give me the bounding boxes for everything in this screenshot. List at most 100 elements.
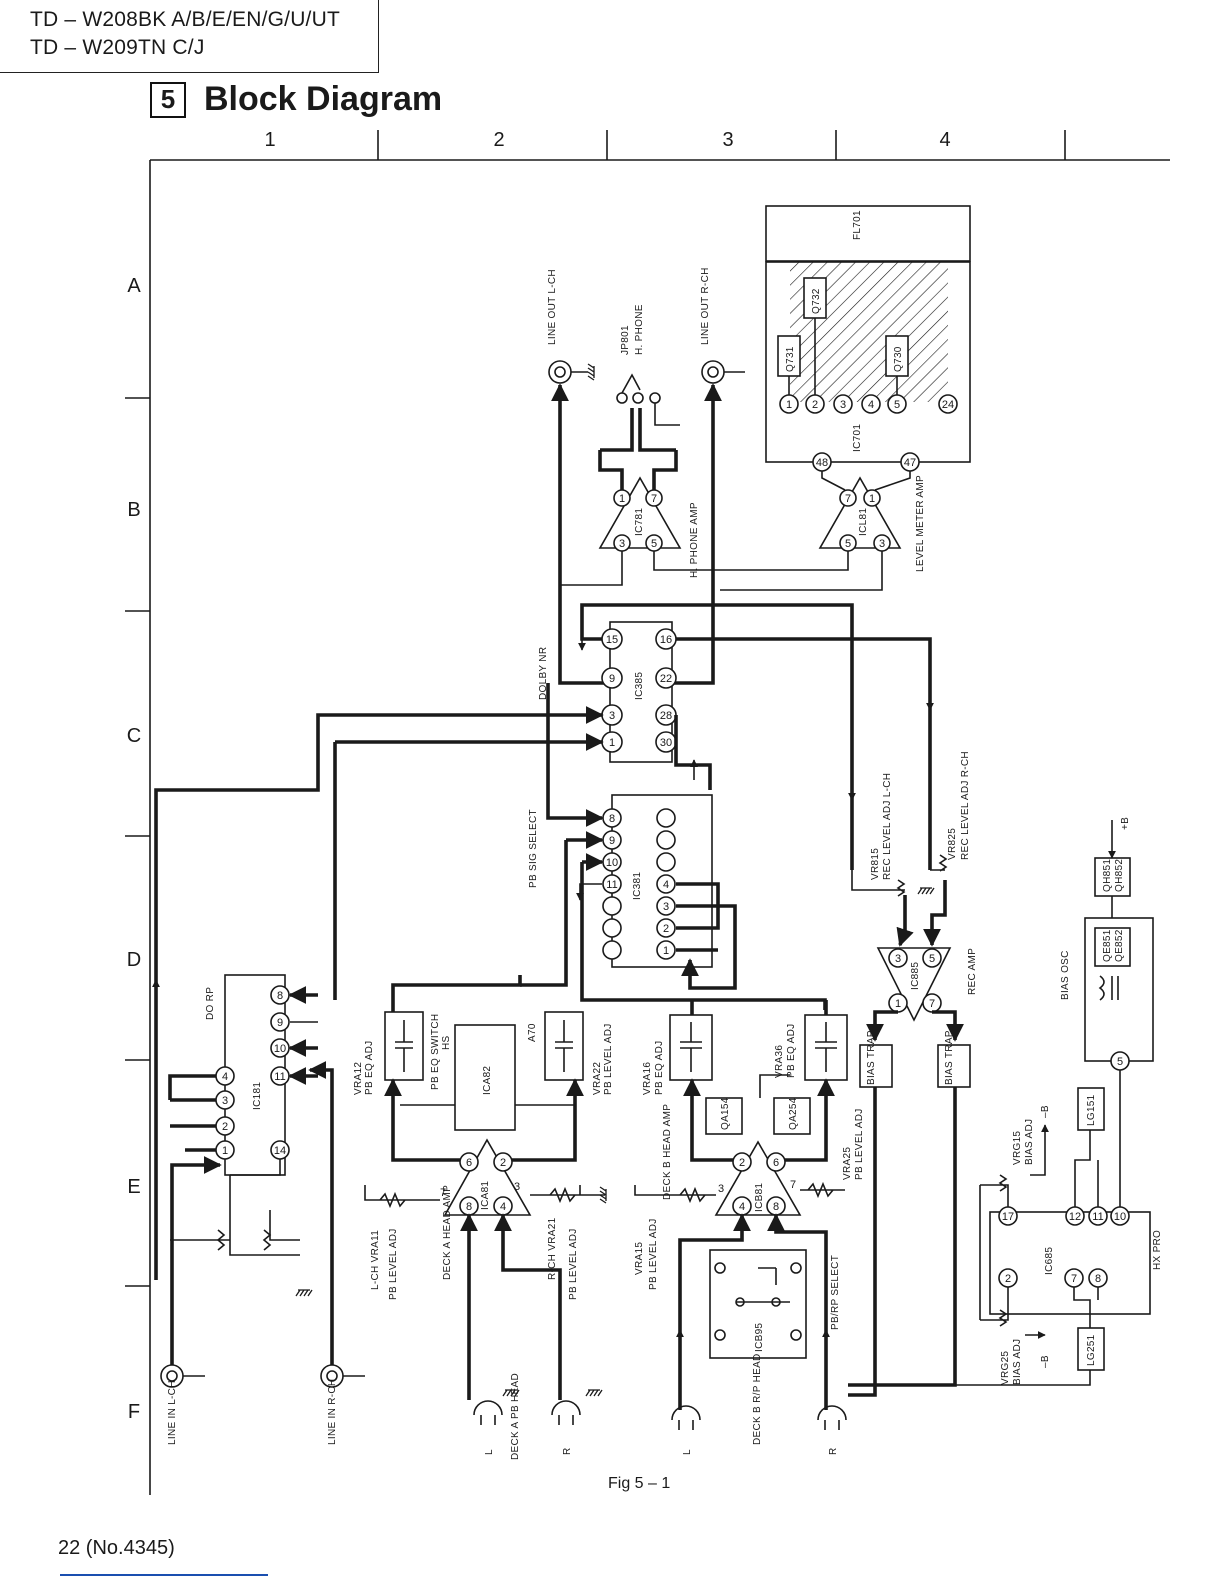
svg-text:4: 4 <box>222 1071 228 1083</box>
svg-text:7: 7 <box>440 1187 446 1199</box>
svg-text:QE851: QE851 <box>1102 929 1113 962</box>
q732-transistor: Q732 <box>803 277 827 319</box>
qa154-transistor: QA154 <box>705 1097 743 1135</box>
footer-rule <box>60 1574 268 1576</box>
svg-text:QE852: QE852 <box>1114 929 1125 962</box>
svg-text:17: 17 <box>1002 1211 1014 1223</box>
svg-text:VRA25: VRA25 <box>842 1147 853 1180</box>
svg-text:48: 48 <box>816 457 828 469</box>
ic781-headphone-amp: 1 7 3 5 IC781 H. PHONE AMP <box>560 408 883 591</box>
svg-text:8: 8 <box>1095 1273 1101 1285</box>
svg-text:2: 2 <box>739 1157 745 1169</box>
svg-text:16: 16 <box>660 634 672 646</box>
svg-text:1: 1 <box>609 737 615 749</box>
ic385-dolby-nr: 15 9 3 1 16 22 28 30 IC385 DOLBY NR <box>538 621 677 763</box>
svg-text:8: 8 <box>277 990 283 1002</box>
line-out-r-label: LINE OUT R-CH <box>700 267 711 345</box>
svg-text:2: 2 <box>500 1157 506 1169</box>
svg-text:28: 28 <box>660 710 672 722</box>
svg-text:VRA15: VRA15 <box>634 1242 645 1275</box>
svg-text:7: 7 <box>1071 1273 1077 1285</box>
svg-text:PB LEVEL ADJ: PB LEVEL ADJ <box>648 1218 659 1290</box>
svg-text:VRA12: VRA12 <box>353 1062 364 1095</box>
grid-col-4: 4 <box>939 129 950 151</box>
vra16-pb-eq-adj: VRA16 PB EQ ADJ <box>642 1014 713 1095</box>
ic685-hx-pro: 17 12 11 10 2 7 8 IC685 HX PRO <box>989 1206 1163 1315</box>
qa254-transistor: QA254 <box>773 1097 811 1135</box>
svg-text:5: 5 <box>1117 1056 1123 1068</box>
ic701-pins: 1 2 3 4 5 24 IC701 48 47 <box>779 318 958 472</box>
level-meter-amp-label: LEVEL METER AMP <box>915 475 926 572</box>
svg-text:QH852: QH852 <box>1114 859 1125 892</box>
svg-text:BIAS TRAP: BIAS TRAP <box>944 1030 955 1085</box>
svg-text:IC885: IC885 <box>910 962 921 990</box>
grid-row-d: D <box>127 949 141 971</box>
svg-text:2: 2 <box>1005 1273 1011 1285</box>
pb-sig-select-label: PB SIG SELECT <box>528 809 539 888</box>
line-out-r-jack: LINE OUT R-CH <box>700 267 745 384</box>
dolby-nr-label: DOLBY NR <box>538 647 549 700</box>
svg-text:4: 4 <box>868 399 874 411</box>
svg-text:PB LEVEL ADJ: PB LEVEL ADJ <box>854 1108 865 1180</box>
svg-text:5: 5 <box>929 953 935 965</box>
svg-text:1: 1 <box>869 493 875 505</box>
vra25-pb-level-adj: VRA25 PB LEVEL ADJ <box>800 1108 865 1199</box>
icb81-deck-b-head-amp: 2 6 4 8 ICB81 3 7 DECK B HEAD AMP <box>662 1104 802 1216</box>
svg-text:REC LEVEL ADJ R-CH: REC LEVEL ADJ R-CH <box>960 751 971 860</box>
svg-text:R: R <box>562 1447 573 1455</box>
q730-transistor: Q730 <box>885 335 909 377</box>
grid-row-c: C <box>127 725 141 747</box>
svg-text:3: 3 <box>718 1183 724 1195</box>
svg-text:IC385: IC385 <box>634 672 645 700</box>
vrg15-bias-adj: –B VRG15 BIAS ADJ <box>980 1105 1051 1207</box>
model-line-1: TD – W208BK A/B/E/EN/G/U/UT <box>30 8 340 31</box>
svg-text:BIAS ADJ: BIAS ADJ <box>1012 1339 1023 1385</box>
svg-text:LG151: LG151 <box>1086 1094 1097 1126</box>
svg-text:15: 15 <box>606 634 618 646</box>
svg-text:QH851: QH851 <box>1102 859 1113 892</box>
svg-text:ICB95: ICB95 <box>754 1323 765 1352</box>
svg-text:30: 30 <box>660 737 672 749</box>
svg-text:7: 7 <box>929 998 935 1010</box>
svg-text:ICA81: ICA81 <box>480 1181 491 1210</box>
ic701-label: IC701 <box>852 424 863 452</box>
ic181-do-rp: DO RP IC181 4 3 2 1 8 9 10 11 14 <box>205 974 290 1176</box>
svg-text:2: 2 <box>222 1121 228 1133</box>
svg-text:PB EQ ADJ: PB EQ ADJ <box>786 1024 797 1078</box>
vra21-pb-level-adj: R-CH VRA21 PB LEVEL ADJ <box>530 1185 607 1300</box>
icb95-pb-rp-select: ICB95 PB/RP SELECT <box>709 1249 841 1359</box>
deck-b-rp-head-label: DECK B R/P HEAD <box>752 1353 763 1445</box>
qh851-qh852: QH851 QH852 +B <box>1094 817 1131 918</box>
grid-col-3: 3 <box>722 129 733 151</box>
svg-text:LG251: LG251 <box>1086 1334 1097 1366</box>
svg-text:22: 22 <box>660 673 672 685</box>
figure-caption: Fig 5 – 1 <box>608 1475 671 1492</box>
svg-text:11: 11 <box>1092 1211 1103 1223</box>
svg-text:A70: A70 <box>527 1023 538 1042</box>
svg-text:2: 2 <box>812 399 818 411</box>
svg-text:QA254: QA254 <box>788 1097 799 1130</box>
svg-text:1: 1 <box>895 998 901 1010</box>
line-out-l-jack: LINE OUT L-CH <box>547 269 595 384</box>
svg-text:–B: –B <box>1040 1355 1051 1368</box>
svg-text:VRA22: VRA22 <box>592 1062 603 1095</box>
h-phone-amp-label: H. PHONE AMP <box>689 502 700 578</box>
svg-text:1: 1 <box>619 493 625 505</box>
svg-text:9: 9 <box>609 835 615 847</box>
ic885-rec-amp: 3 5 1 7 IC885 REC AMP <box>876 947 978 1022</box>
svg-text:3: 3 <box>514 1181 520 1193</box>
svg-text:ICL81: ICL81 <box>858 508 869 536</box>
grid-row-f: F <box>128 1401 140 1423</box>
fl701-label: FL701 <box>852 210 863 240</box>
deck-b-r-head: R <box>817 1405 847 1455</box>
line-in-r-jack: LINE IN R-CH <box>320 1364 365 1445</box>
svg-text:VRG25: VRG25 <box>1000 1351 1011 1385</box>
jp801-headphone-jack: JP801 H. PHONE <box>616 304 680 426</box>
svg-text:BIAS ADJ: BIAS ADJ <box>1024 1119 1035 1165</box>
svg-text:12: 12 <box>1069 1211 1081 1223</box>
svg-text:PB LEVEL ADJ: PB LEVEL ADJ <box>568 1228 579 1300</box>
svg-text:10: 10 <box>274 1043 286 1055</box>
svg-text:PB EQ ADJ: PB EQ ADJ <box>654 1041 665 1095</box>
q731-transistor: Q731 <box>777 335 801 377</box>
vra22-pb-level-adj: VRA22 PB LEVEL ADJ <box>544 1011 614 1095</box>
